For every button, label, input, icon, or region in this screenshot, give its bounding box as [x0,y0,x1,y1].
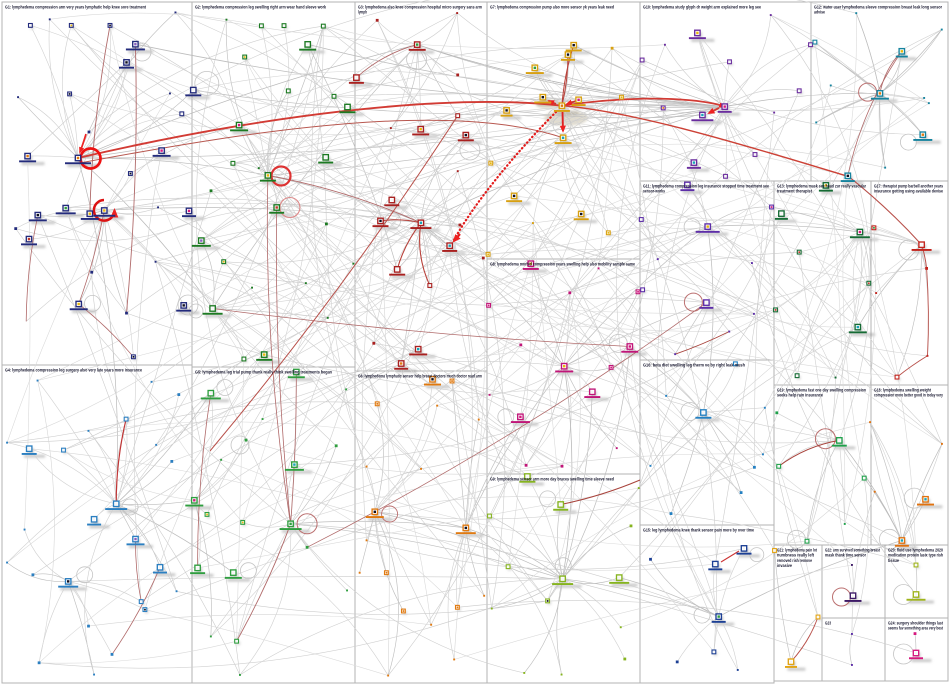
svg-text:G10: lymphedema study glyph dr: G10: lymphedema study glyph dr weight ar… [643,5,761,10]
svg-text:medication protein lasix type: medication protein lasix type rish [888,553,943,558]
svg-text:treatment therapist: treatment therapist [777,189,812,194]
svg-text:sensor-works: sensor-works [643,189,665,194]
svg-text:G13: lymphedema mask see head: G13: lymphedema mask see head zur really… [777,184,866,189]
svg-text:G1: lymphedema compression arm: G1: lymphedema compression arm very year… [5,5,146,10]
svg-text:G3: lymphedema also knee compr: G3: lymphedema also knee compression hos… [358,5,482,10]
svg-text:G17: therapist pump barbell an: G17: therapist pump barbell another year… [874,184,943,189]
svg-text:G23: G23 [825,621,831,626]
svg-text:seems fav something area very: seems fav something area very best [888,626,943,631]
svg-text:lymph: lymph [358,10,367,15]
svg-text:removed rish remove: removed rish remove [777,558,812,563]
svg-text:G8: lymphedema morbid compress: G8: lymphedema morbid compression years … [490,262,635,267]
svg-text:numbness really left: numbness really left [777,553,814,558]
svg-text:G7: lymphedema compression pum: G7: lymphedema compression pump also mor… [490,5,614,10]
svg-text:G20: fluid use lymphedema 2020: G20: fluid use lymphedema 2020 [888,548,943,553]
svg-text:G24: surgery shoulder things l: G24: surgery shoulder things last [888,621,943,626]
svg-text:G11: lymphedema compression le: G11: lymphedema compression leg insuranc… [643,184,769,189]
svg-text:G15: leg lymphedema knee thank: G15: leg lymphedema knee thank sensor pa… [643,528,754,533]
svg-text:G22: arm survived something br: G22: arm survived something breast [825,548,880,553]
svg-text:invasive: invasive [777,563,792,568]
svg-text:G6: lymphedema lymphatic senso: G6: lymphedema lymphatic sensor help bre… [358,374,482,379]
svg-text:G16: beta diet swelling leg th: G16: beta diet swelling leg therm ve by … [643,363,745,368]
svg-text:G5: lymphedema leg trial pump: G5: lymphedema leg trial pump thank real… [195,370,332,375]
svg-text:seeks help rain insurance: seeks help rain insurance [777,393,823,398]
svg-text:tissue: tissue [888,558,899,563]
svg-text:G21: lymphedema pain lot: G21: lymphedema pain lot [777,548,817,553]
svg-text:compression more better good i: compression more better good in today ve… [874,393,943,398]
svg-text:advise: advise [814,10,825,15]
svg-text:G2: lymphedema compression leg: G2: lymphedema compression leg swelling … [195,5,326,10]
svg-text:insurance getting using availa: insurance getting using available devise [874,189,943,194]
svg-text:mask thank time sensor: mask thank time sensor [825,553,866,558]
svg-text:G18: lymphedema swelling weigh: G18: lymphedema swelling weight [874,388,931,393]
svg-text:G9: lymphedema sensor arm more: G9: lymphedema sensor arm more day brace… [490,477,614,482]
svg-text:G4: lymphedema compression leg: G4: lymphedema compression leg surgery a… [5,368,142,373]
svg-text:G19: lymphedema fast one day s: G19: lymphedema fast one day swelling co… [777,388,866,393]
svg-text:G12: water user lymphedema sle: G12: water user lymphedema sleeve compre… [814,5,942,10]
